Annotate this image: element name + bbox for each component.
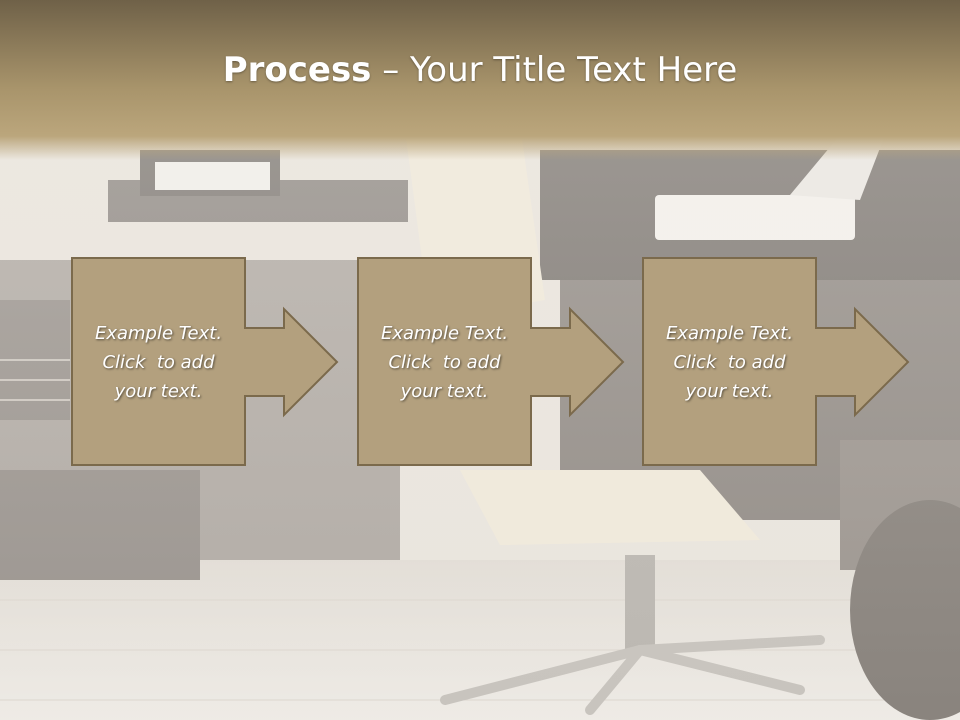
step-2-line-3: your text. (400, 380, 489, 402)
step-3-line-2: Click to add (673, 351, 786, 373)
step-2-line-1: Example Text. (380, 322, 509, 344)
step-1-line-3: your text. (114, 380, 203, 402)
title-rest: – Your Title Text Here (371, 50, 738, 90)
step-2-line-2: Click to add (388, 351, 501, 373)
title-bold: Process (222, 50, 372, 90)
slide-title[interactable]: Process – Your Title Text Here (0, 50, 960, 90)
process-step-3[interactable]: Example Text. Click to add your text. (642, 257, 912, 467)
step-2-arrow-shape (357, 257, 625, 466)
process-step-2[interactable]: Example Text. Click to add your text. (357, 257, 627, 467)
step-1-line-1: Example Text. (94, 322, 223, 344)
step-3-text[interactable]: Example Text. Click to add your text. (642, 257, 817, 467)
step-3-line-3: your text. (685, 380, 774, 402)
process-step-1[interactable]: Example Text. Click to add your text. (71, 257, 341, 467)
step-2-text[interactable]: Example Text. Click to add your text. (357, 257, 532, 467)
step-1-line-2: Click to add (102, 351, 215, 373)
step-1-arrow-shape (71, 257, 339, 466)
step-3-arrow-shape (642, 257, 910, 466)
step-3-line-1: Example Text. (665, 322, 794, 344)
step-1-text[interactable]: Example Text. Click to add your text. (71, 257, 246, 467)
